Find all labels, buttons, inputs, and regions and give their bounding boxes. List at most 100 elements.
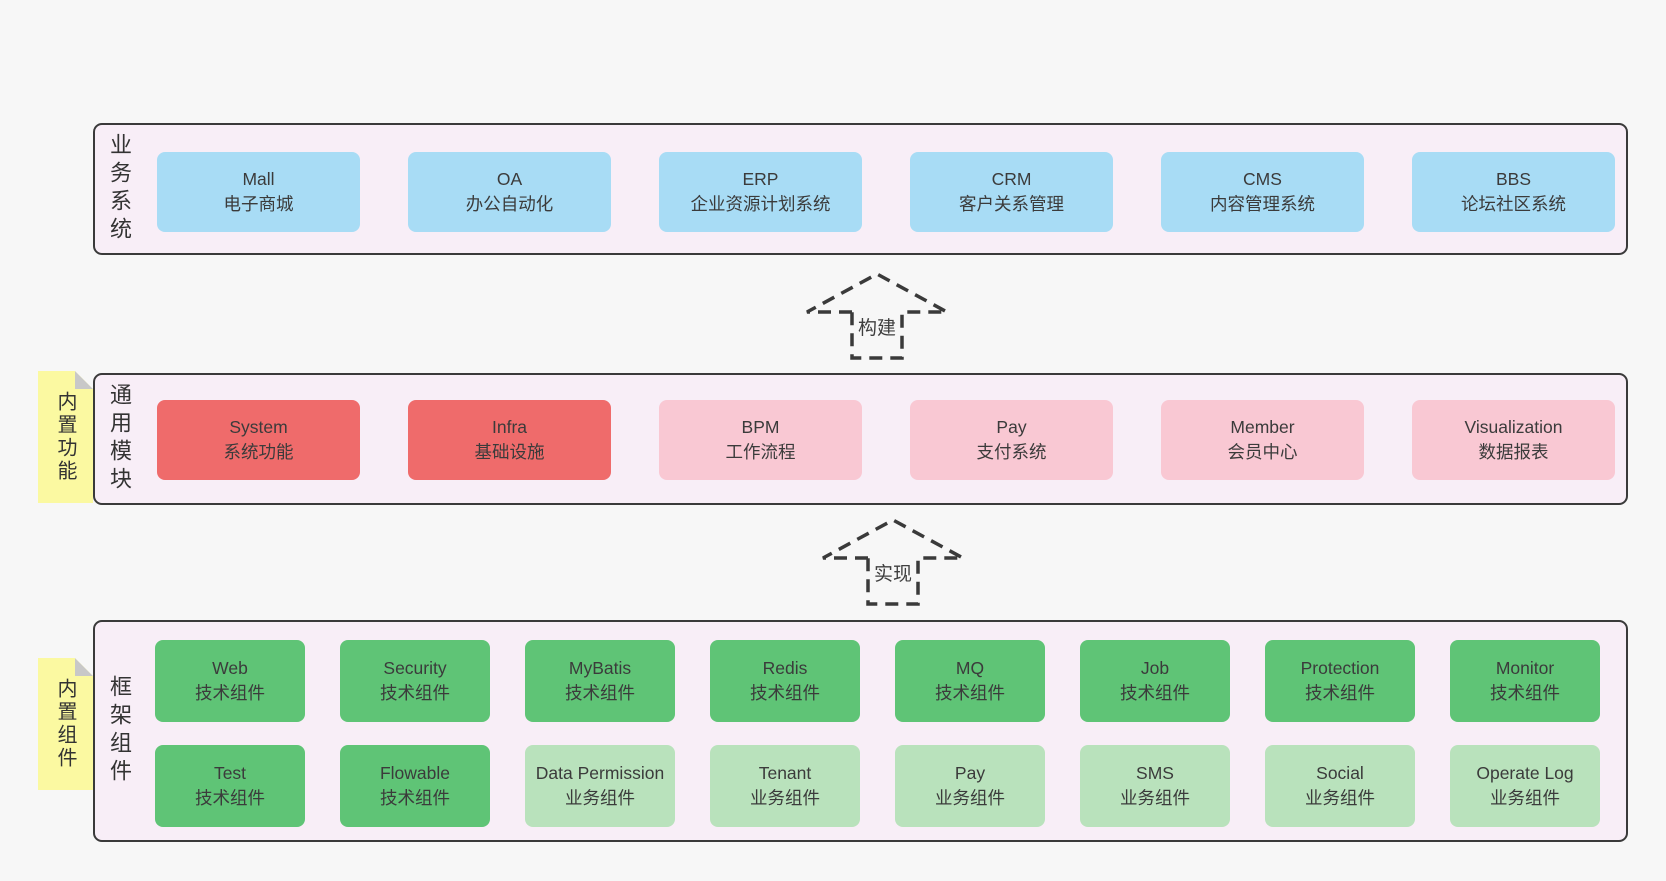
box-title: OA <box>496 168 523 189</box>
box-title: Security <box>383 657 447 678</box>
layer-modules-label: 通用模块 <box>107 383 132 495</box>
box-tenant: Tenant 业务组件 <box>710 745 860 827</box>
sticky-note-text: 内置组件 <box>54 678 76 770</box>
layer-business-systems: 业务系统 Mall 电子商城 OA 办公自动化 ERP 企业资源计划系统 CRM 客户关系管理… <box>93 123 1628 255</box>
box-subtitle: 工作流程 <box>725 442 796 462</box>
box-test: Test 技术组件 <box>155 745 305 827</box>
box-data-permission: Data Permission 业务组件 <box>525 745 675 827</box>
box-subtitle: 企业资源计划系统 <box>690 194 831 214</box>
box-crm: CRM 客户关系管理 <box>910 152 1113 232</box>
box-title: Flowable <box>379 762 451 783</box>
box-system: System 系统功能 <box>157 400 360 480</box>
box-title: MQ <box>955 657 985 678</box>
box-title: System <box>229 416 288 437</box>
box-oa: OA 办公自动化 <box>408 152 611 232</box>
box-subtitle: 办公自动化 <box>465 194 554 214</box>
box-subtitle: 业务组件 <box>1305 788 1375 808</box>
arrow-build-label: 构建 <box>853 312 901 341</box>
box-title: Infra <box>491 416 528 437</box>
box-subtitle: 电子商城 <box>223 194 294 214</box>
box-security: Security 技术组件 <box>340 640 490 722</box>
box-subtitle: 技术组件 <box>565 683 635 703</box>
block-arrow-up-build-icon: 构建 <box>804 268 950 362</box>
block-arrow-up-implement-icon: 实现 <box>820 514 966 608</box>
folded-corner-icon <box>75 371 93 389</box>
dashed-arrow-icon <box>806 272 948 360</box>
box-monitor: Monitor 技术组件 <box>1450 640 1600 722</box>
box-title: Social <box>1316 762 1364 783</box>
box-subtitle: 业务组件 <box>935 788 1005 808</box>
box-title: Pay <box>954 762 986 783</box>
box-subtitle: 技术组件 <box>195 683 265 703</box>
box-title: Visualization <box>1464 416 1563 437</box>
box-title: Pay <box>996 416 1027 437</box>
box-subtitle: 内容管理系统 <box>1210 194 1315 214</box>
layer-business-label: 业务系统 <box>107 133 132 245</box>
layer-framework-label: 框架组件 <box>107 675 132 787</box>
box-subtitle: 系统功能 <box>223 442 294 462</box>
dashed-arrow-icon <box>822 518 964 606</box>
box-title: Job <box>1140 657 1170 678</box>
box-protection: Protection 技术组件 <box>1265 640 1415 722</box>
box-visualization: Visualization 数据报表 <box>1412 400 1615 480</box>
box-sms: SMS 业务组件 <box>1080 745 1230 827</box>
box-pay: Pay 业务组件 <box>895 745 1045 827</box>
box-subtitle: 支付系统 <box>976 442 1047 462</box>
box-subtitle: 客户关系管理 <box>959 194 1064 214</box>
sticky-note-text: 内置功能 <box>54 391 76 483</box>
box-title: Operate Log <box>1476 762 1574 783</box>
box-subtitle: 业务组件 <box>750 788 820 808</box>
box-subtitle: 技术组件 <box>1490 683 1560 703</box>
box-title: Member <box>1230 416 1295 437</box>
box-mq: MQ 技术组件 <box>895 640 1045 722</box>
box-operate-log: Operate Log 业务组件 <box>1450 745 1600 827</box>
box-subtitle: 技术组件 <box>1305 683 1375 703</box>
business-box-row: Mall 电子商城 OA 办公自动化 ERP 企业资源计划系统 CRM 客户关系管理 CMS 内容… <box>157 152 1615 232</box>
box-subtitle: 技术组件 <box>750 683 820 703</box>
box-title: BBS <box>1495 168 1532 189</box>
folded-corner-icon <box>75 658 93 676</box>
box-title: ERP <box>742 168 779 189</box>
box-title: SMS <box>1136 762 1174 783</box>
box-subtitle: 技术组件 <box>380 788 450 808</box>
box-title: CMS <box>1243 168 1282 189</box>
box-title: Web <box>212 657 248 678</box>
box-subtitle: 技术组件 <box>195 788 265 808</box>
box-subtitle: 业务组件 <box>1120 788 1190 808</box>
box-title: Monitor <box>1495 657 1555 678</box>
box-subtitle: 技术组件 <box>1120 683 1190 703</box>
box-infra: Infra 基础设施 <box>408 400 611 480</box>
box-title: Test <box>213 762 247 783</box>
box-mybatis: MyBatis 技术组件 <box>525 640 675 722</box>
box-bbs: BBS 论坛社区系统 <box>1412 152 1615 232</box>
box-subtitle: 技术组件 <box>935 683 1005 703</box>
box-mall: Mall 电子商城 <box>157 152 360 232</box>
box-title: MyBatis <box>568 657 632 678</box>
box-subtitle: 业务组件 <box>565 788 635 808</box>
box-subtitle: 基础设施 <box>474 442 545 462</box>
box-web: Web 技术组件 <box>155 640 305 722</box>
box-subtitle: 论坛社区系统 <box>1461 194 1566 214</box>
box-redis: Redis 技术组件 <box>710 640 860 722</box>
sticky-note-built-in-components: 内置组件 <box>38 658 93 790</box>
box-subtitle: 业务组件 <box>1490 788 1560 808</box>
box-subtitle: 数据报表 <box>1478 442 1549 462</box>
box-job: Job 技术组件 <box>1080 640 1230 722</box>
box-pay: Pay 支付系统 <box>910 400 1113 480</box>
box-title: Mall <box>242 168 275 189</box>
box-title: Data Permission <box>535 762 665 783</box>
box-cms: CMS 内容管理系统 <box>1161 152 1364 232</box>
box-title: Redis <box>762 657 808 678</box>
box-title: Tenant <box>758 762 812 783</box>
box-title: CRM <box>991 168 1032 189</box>
box-subtitle: 技术组件 <box>380 683 450 703</box>
arrow-implement-label: 实现 <box>869 558 917 587</box>
box-title: Protection <box>1300 657 1380 678</box>
